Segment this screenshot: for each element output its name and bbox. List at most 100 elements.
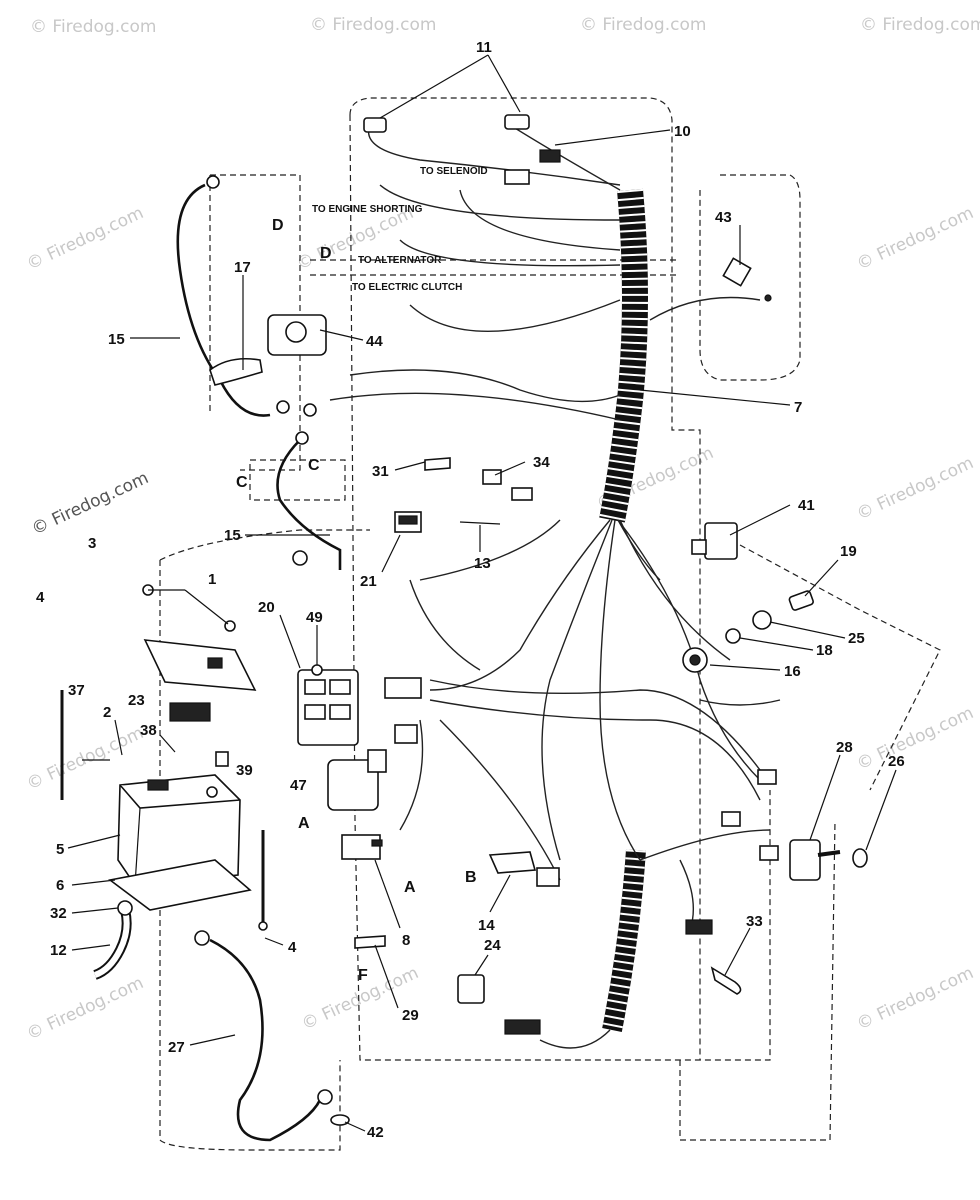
ignition-switch-terminal — [329, 679, 351, 695]
connector — [759, 845, 779, 861]
harness-plug — [384, 677, 422, 699]
label-selenoid: TO SELENOID — [420, 166, 488, 177]
part-number: 3 — [88, 535, 96, 552]
label-engine-shorting: TO ENGINE SHORTING — [312, 204, 423, 215]
lead-17 — [209, 357, 263, 386]
letter-markers: D D C C A A B F — [236, 217, 477, 984]
label-electric-clutch: TO ELECTRIC CLUTCH — [352, 282, 462, 293]
ring-terminal — [206, 175, 220, 189]
part-number: 17 — [234, 259, 251, 276]
ring-terminal — [295, 431, 309, 445]
ring-terminal — [317, 1089, 333, 1105]
battery-tray-6 — [108, 859, 252, 911]
marker-c: C — [236, 474, 248, 491]
fastener-49 — [311, 664, 323, 676]
switch-21-rocker — [398, 515, 418, 525]
bolt-4-head — [258, 921, 268, 931]
part-number: 31 — [372, 463, 389, 480]
connector — [721, 811, 741, 827]
part-number: 29 — [402, 1007, 419, 1024]
watermark: © Firedog.com — [30, 17, 156, 37]
part-number: 23 — [128, 692, 145, 709]
ignition-switch-terminal — [329, 704, 351, 720]
selenoid-plug — [504, 169, 530, 185]
part-number: 26 — [888, 753, 905, 770]
watermark: © Firedog.com — [854, 453, 977, 525]
part-number: 42 — [367, 1124, 384, 1141]
watermark: © Firedog.com — [854, 963, 977, 1035]
part-number: 49 — [306, 609, 323, 626]
watermark: © Firedog.com — [860, 15, 980, 35]
clip-33 — [710, 966, 742, 995]
switch-43 — [722, 257, 772, 302]
part-number: 13 — [474, 555, 491, 572]
battery-hold-down — [143, 639, 257, 691]
marker-d: D — [320, 245, 332, 262]
switch-16-center — [689, 654, 701, 666]
part-number: 20 — [258, 599, 275, 616]
part-number: 1 — [208, 571, 216, 588]
jumper-13 — [459, 521, 501, 525]
connector — [511, 487, 533, 501]
part-number: 34 — [533, 454, 550, 471]
ignition-switch-terminal — [304, 679, 326, 695]
terminal-39 — [215, 751, 229, 767]
part-number: 12 — [50, 942, 67, 959]
lower-harness-coil — [602, 849, 646, 1032]
part-number: 16 — [784, 663, 801, 680]
part-number: 28 — [836, 739, 853, 756]
part-number: 8 — [402, 932, 410, 949]
ring-terminal — [292, 550, 308, 566]
part-number: 7 — [794, 399, 802, 416]
part-number: 39 — [236, 762, 253, 779]
part-number: 38 — [140, 722, 157, 739]
label-alternator: TO ALTERNATOR — [358, 255, 442, 266]
marker-d: D — [272, 217, 284, 234]
fitting-32 — [117, 900, 133, 916]
watermark: © Firedog.com — [310, 15, 436, 35]
part-numbers: 11 10 43 17 15 44 7 31 34 41 15 13 21 19… — [36, 39, 905, 1141]
marker-b: B — [465, 869, 477, 886]
part-number: 2 — [103, 704, 111, 721]
part-number: 33 — [746, 913, 763, 930]
part-number: 47 — [290, 777, 307, 794]
connector — [504, 1019, 541, 1035]
harness-plug — [394, 724, 418, 744]
marker-a: A — [404, 879, 416, 896]
connector-11a — [363, 117, 387, 133]
connector — [757, 769, 777, 785]
part-number: 10 — [674, 123, 691, 140]
connector-8 — [341, 834, 381, 860]
chassis-outline — [159, 97, 941, 1151]
pad-23 — [169, 702, 211, 722]
part-number: 15 — [108, 331, 125, 348]
watermark: © Firedog.com — [24, 973, 147, 1045]
toggle-28 — [789, 839, 821, 881]
wiring — [329, 124, 781, 1049]
battery-post — [147, 779, 169, 791]
part-number: 5 — [56, 841, 64, 858]
switch-24 — [457, 974, 485, 1004]
leader-lines — [67, 54, 897, 1132]
clip-31 — [424, 457, 451, 471]
part-number: 11 — [476, 39, 492, 56]
part-number: 37 — [68, 682, 85, 699]
clip-29 — [354, 935, 386, 949]
switch-19 — [788, 590, 814, 611]
part-number: 41 — [798, 497, 815, 514]
battery-post — [206, 786, 218, 798]
switch-14 — [488, 851, 537, 874]
watermark: © Firedog.com — [854, 703, 977, 775]
connector — [536, 867, 560, 887]
solenoid-terminal — [285, 321, 307, 343]
part-number: 15 — [224, 527, 241, 544]
watermark: © Firedog.com — [24, 203, 147, 275]
marker-f: F — [358, 967, 368, 984]
components — [60, 114, 868, 1126]
ring-terminal — [194, 930, 210, 946]
part-number: 44 — [366, 333, 383, 350]
part-number: 27 — [168, 1039, 185, 1056]
part-number: 21 — [360, 573, 377, 590]
part-number: 14 — [478, 917, 495, 934]
